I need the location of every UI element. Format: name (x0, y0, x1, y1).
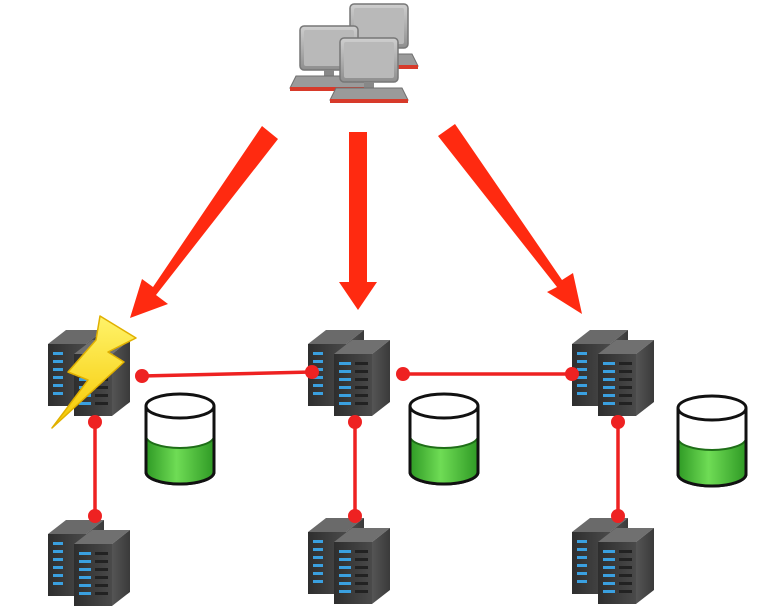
request-arrow-middle (339, 132, 377, 310)
request-arrow-right (438, 124, 582, 314)
server-left-bottom (48, 520, 130, 606)
link-left-middle (141, 370, 313, 378)
node-dot (396, 367, 410, 381)
server-rack-icon (308, 518, 390, 604)
server-rack-icon (48, 520, 130, 606)
node-dot (565, 367, 579, 381)
server-middle-bottom (308, 518, 390, 604)
request-arrow-left (130, 126, 278, 318)
server-rack-icon (572, 330, 654, 416)
server-rack-icon (308, 330, 390, 416)
node-dot (611, 415, 625, 429)
server-right-bottom (572, 518, 654, 604)
server-rack-icon (572, 518, 654, 604)
node-dot (135, 369, 149, 383)
database-left (144, 392, 216, 486)
lightning-bolt-icon (51, 315, 137, 429)
node-dot (88, 415, 102, 429)
database-cylinder-icon (676, 394, 748, 488)
server-right-top (572, 330, 654, 416)
node-dot (348, 415, 362, 429)
database-cylinder-icon (408, 392, 480, 486)
node-dot (88, 509, 102, 523)
node-dot (611, 509, 625, 523)
database-right (676, 394, 748, 488)
client-workstations-icon (289, 3, 419, 104)
database-cylinder-icon (144, 392, 216, 486)
database-middle (408, 392, 480, 486)
node-dot (348, 509, 362, 523)
server-middle-top (308, 330, 390, 416)
node-dot (305, 365, 319, 379)
